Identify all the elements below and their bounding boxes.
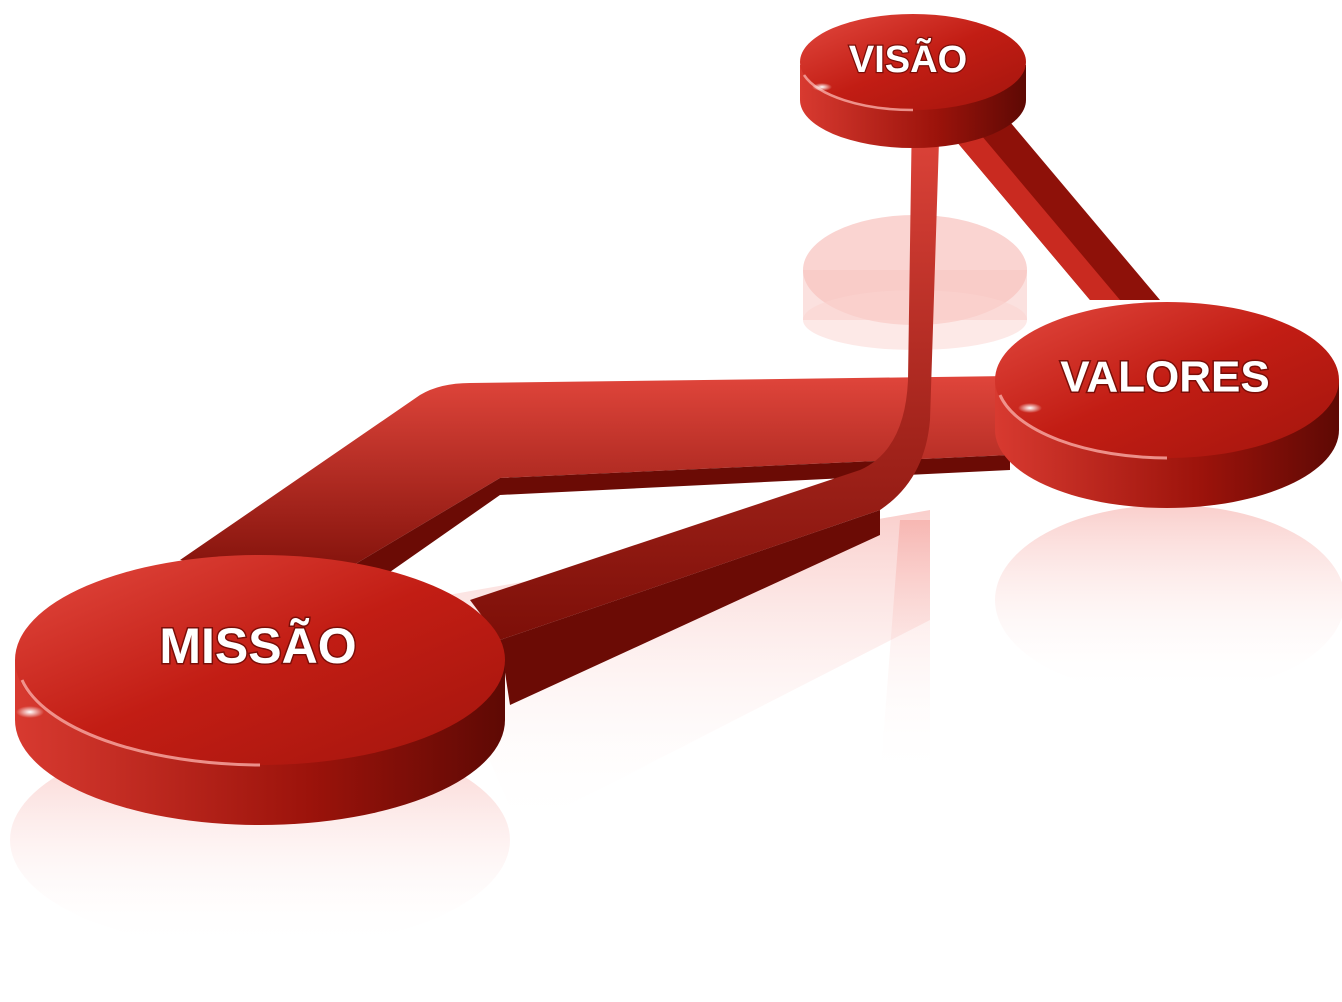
missao-valores-connector bbox=[180, 376, 1010, 585]
visao-label: VISÃO bbox=[849, 37, 967, 81]
missao-node: MISSÃO bbox=[15, 555, 505, 825]
visao-node: VISÃO bbox=[800, 14, 1026, 148]
visao-arm-reflection bbox=[880, 520, 930, 780]
valores-disc-top bbox=[995, 302, 1339, 458]
valores-node: VALORES bbox=[995, 302, 1339, 508]
valores-disc-reflection bbox=[995, 505, 1342, 695]
connectors bbox=[180, 110, 1160, 705]
visao-missao-connector bbox=[470, 110, 940, 640]
visao-disc-top bbox=[800, 14, 1026, 110]
valores-label: VALORES bbox=[1060, 353, 1269, 402]
missao-label: MISSÃO bbox=[159, 618, 356, 674]
missao-disc-top bbox=[15, 555, 505, 765]
